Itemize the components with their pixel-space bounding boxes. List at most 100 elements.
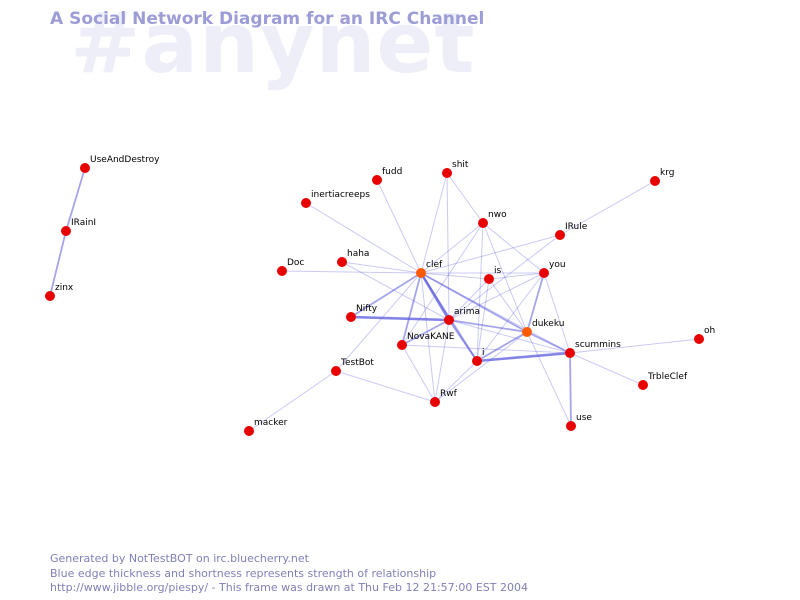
edge-TestBot-macker — [248, 370, 337, 432]
node-dot — [566, 421, 576, 431]
node-label: macker — [254, 418, 288, 428]
node-dot — [555, 230, 565, 240]
edge-nwo-clef — [420, 222, 484, 274]
edge-dukeku-Rwf — [434, 331, 528, 403]
node-IRainI: IRainI — [61, 218, 96, 236]
node-label: UseAndDestroy — [90, 155, 160, 165]
edge-inertiacreeps-clef — [305, 202, 422, 274]
edge-shit-arima — [446, 172, 450, 321]
node-dot — [522, 327, 532, 337]
edge-is-i — [476, 278, 490, 362]
edge-IRule-arima — [448, 234, 561, 321]
node-scummins: scummins — [565, 340, 621, 358]
node-label: dukeku — [532, 319, 564, 329]
edge-is-you — [488, 272, 545, 280]
edge-clef-scummins — [420, 272, 571, 354]
channel-watermark: #anynet — [70, 0, 476, 92]
node-label: TestBot — [340, 358, 374, 368]
node-dot — [416, 268, 426, 278]
node-dot — [277, 266, 287, 276]
edge-dukeku-use — [526, 331, 572, 427]
edge-krg-IRule — [559, 180, 656, 236]
node-dot — [650, 176, 660, 186]
edge-scummins-i — [475, 351, 572, 363]
edge-shit-nwo — [446, 172, 484, 224]
edge-nwo-i — [476, 222, 484, 362]
edge-IRainI-zinx — [49, 230, 67, 297]
footer: Generated by NotTestBOT on irc.bluecherr… — [50, 552, 528, 596]
node-label: Rwf — [440, 389, 458, 399]
node-krg: krg — [650, 168, 674, 186]
node-dukeku: dukeku — [522, 319, 564, 337]
node-label: zinx — [55, 283, 74, 293]
node-nwo: nwo — [478, 210, 507, 228]
node-you: you — [539, 260, 566, 278]
edge-i-Rwf — [434, 360, 478, 403]
node-label: i — [482, 348, 485, 358]
node-label: Nifty — [356, 304, 378, 314]
edge-arima-i — [448, 319, 478, 362]
node-dot — [244, 426, 254, 436]
node-haha: haha — [337, 249, 369, 267]
node-dot — [80, 163, 90, 173]
edge-haha-arima — [341, 261, 450, 321]
edge-clef-Rwf — [420, 272, 436, 403]
node-label: shit — [452, 160, 469, 170]
footer-generated-by: Generated by NotTestBOT on irc.bluecherr… — [50, 552, 309, 565]
footer-edge-legend: Blue edge thickness and shortness repres… — [50, 566, 437, 580]
edge-scummins-TrbleClef — [569, 352, 644, 386]
edge-arima-NovaKANE — [401, 319, 450, 346]
node-label: krg — [660, 168, 674, 178]
node-dot — [397, 340, 407, 350]
node-label: scummins — [575, 340, 621, 350]
node-IRule: IRule — [555, 222, 588, 240]
edge-scummins-oh — [569, 338, 700, 354]
edge-Nifty-arima — [349, 315, 451, 322]
node-clef: clef — [416, 260, 443, 278]
edge-you-i — [476, 272, 545, 362]
node-dot — [565, 348, 575, 358]
node-dot — [694, 334, 704, 344]
node-Nifty: Nifty — [346, 304, 378, 322]
node-dot — [45, 291, 55, 301]
edge-you-dukeku — [526, 272, 545, 333]
node-label: oh — [704, 326, 715, 336]
edge-is-arima — [448, 278, 490, 321]
node-label: nwo — [488, 210, 507, 220]
edge-NovaKANE-scummins — [401, 344, 571, 354]
node-label: is — [494, 266, 502, 276]
edge-shit-clef — [420, 172, 448, 274]
node-macker: macker — [244, 418, 288, 436]
edge-dukeku-scummins — [526, 331, 571, 354]
edge-layer — [49, 167, 700, 432]
node-dot — [337, 257, 347, 267]
node-Doc: Doc — [277, 258, 304, 276]
edge-scummins-use — [569, 352, 572, 427]
edge-you-arima — [448, 272, 545, 321]
node-dot — [484, 274, 494, 284]
node-label: inertiacreeps — [311, 190, 370, 200]
node-label: Doc — [287, 258, 304, 268]
node-dot — [444, 315, 454, 325]
diagram-title: A Social Network Diagram for an IRC Chan… — [50, 9, 485, 29]
node-dot — [61, 226, 71, 236]
node-label: IRainI — [71, 218, 96, 228]
edge-nwo-you — [482, 222, 545, 274]
edge-Doc-clef — [281, 270, 422, 274]
node-fudd: fudd — [372, 167, 402, 185]
node-arima: arima — [444, 307, 480, 325]
node-zinx: zinx — [45, 283, 74, 301]
node-dot — [472, 356, 482, 366]
edge-clef-dukeku — [420, 272, 528, 333]
node-NovaKANE: NovaKANE — [397, 332, 455, 350]
node-label: use — [576, 413, 592, 423]
node-dot — [372, 175, 382, 185]
node-Rwf: Rwf — [430, 389, 458, 407]
node-dot — [346, 312, 356, 322]
edge-clef-NovaKANE — [401, 272, 422, 346]
node-label: haha — [347, 249, 369, 259]
node-dot — [442, 168, 452, 178]
node-UseAndDestroy: UseAndDestroy — [80, 155, 160, 173]
